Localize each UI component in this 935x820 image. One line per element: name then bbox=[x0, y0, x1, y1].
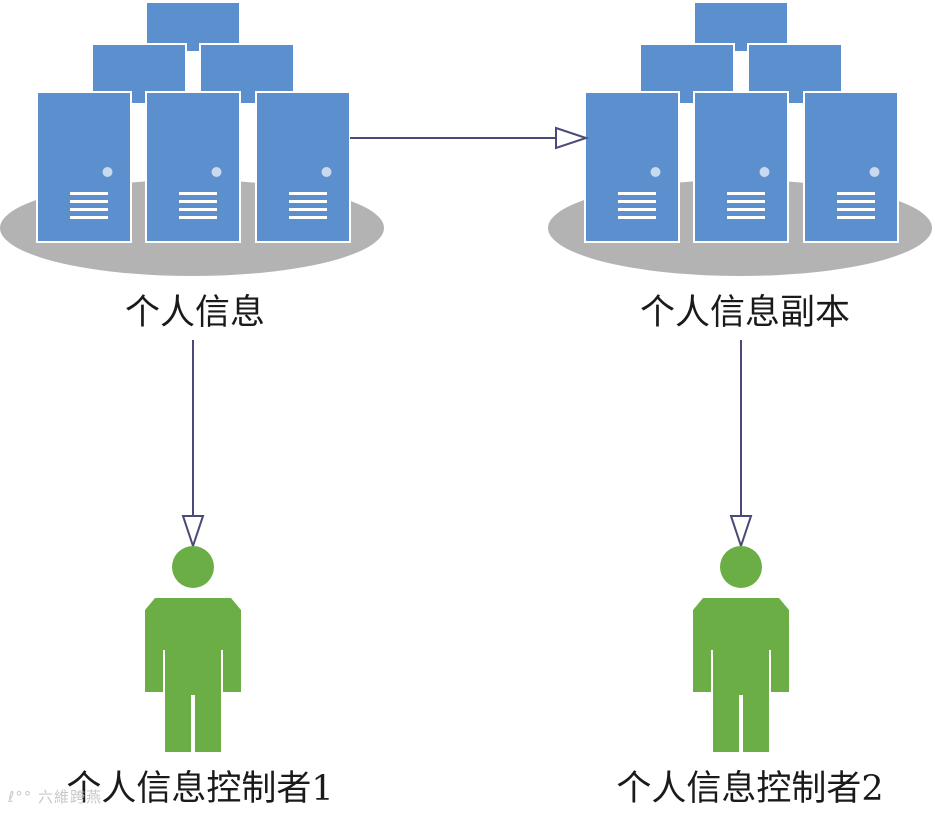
person-body bbox=[145, 598, 241, 752]
label-controller1: 个人信息控制者1 bbox=[66, 769, 334, 809]
person-icon-controller1 bbox=[145, 546, 241, 752]
arrow-source-to-controller1 bbox=[181, 340, 205, 550]
server-front-2 bbox=[693, 91, 789, 243]
person-head bbox=[720, 546, 762, 588]
server-cluster-personal-info bbox=[0, 1, 384, 276]
person-body bbox=[693, 598, 789, 752]
server-front-3 bbox=[803, 91, 899, 243]
person-head bbox=[172, 546, 214, 588]
person-icon-controller2 bbox=[693, 546, 789, 752]
server-front-1 bbox=[584, 91, 680, 243]
server-front-3 bbox=[255, 91, 351, 243]
watermark-text: 六維跨燕 bbox=[37, 788, 102, 806]
watermark-logo-icon: ℓ°° bbox=[8, 788, 33, 806]
label-personal-info: 个人信息 bbox=[124, 293, 266, 333]
arrow-source-to-replica bbox=[350, 126, 590, 150]
server-front-2 bbox=[145, 91, 241, 243]
watermark: ℓ°° 六維跨燕 bbox=[8, 786, 102, 807]
server-cluster-replica bbox=[548, 1, 932, 276]
server-front-1 bbox=[36, 91, 132, 243]
label-controller2: 个人信息控制者2 bbox=[616, 769, 884, 809]
arrow-replica-to-controller2 bbox=[729, 340, 753, 550]
label-personal-info-replica: 个人信息副本 bbox=[639, 293, 851, 333]
